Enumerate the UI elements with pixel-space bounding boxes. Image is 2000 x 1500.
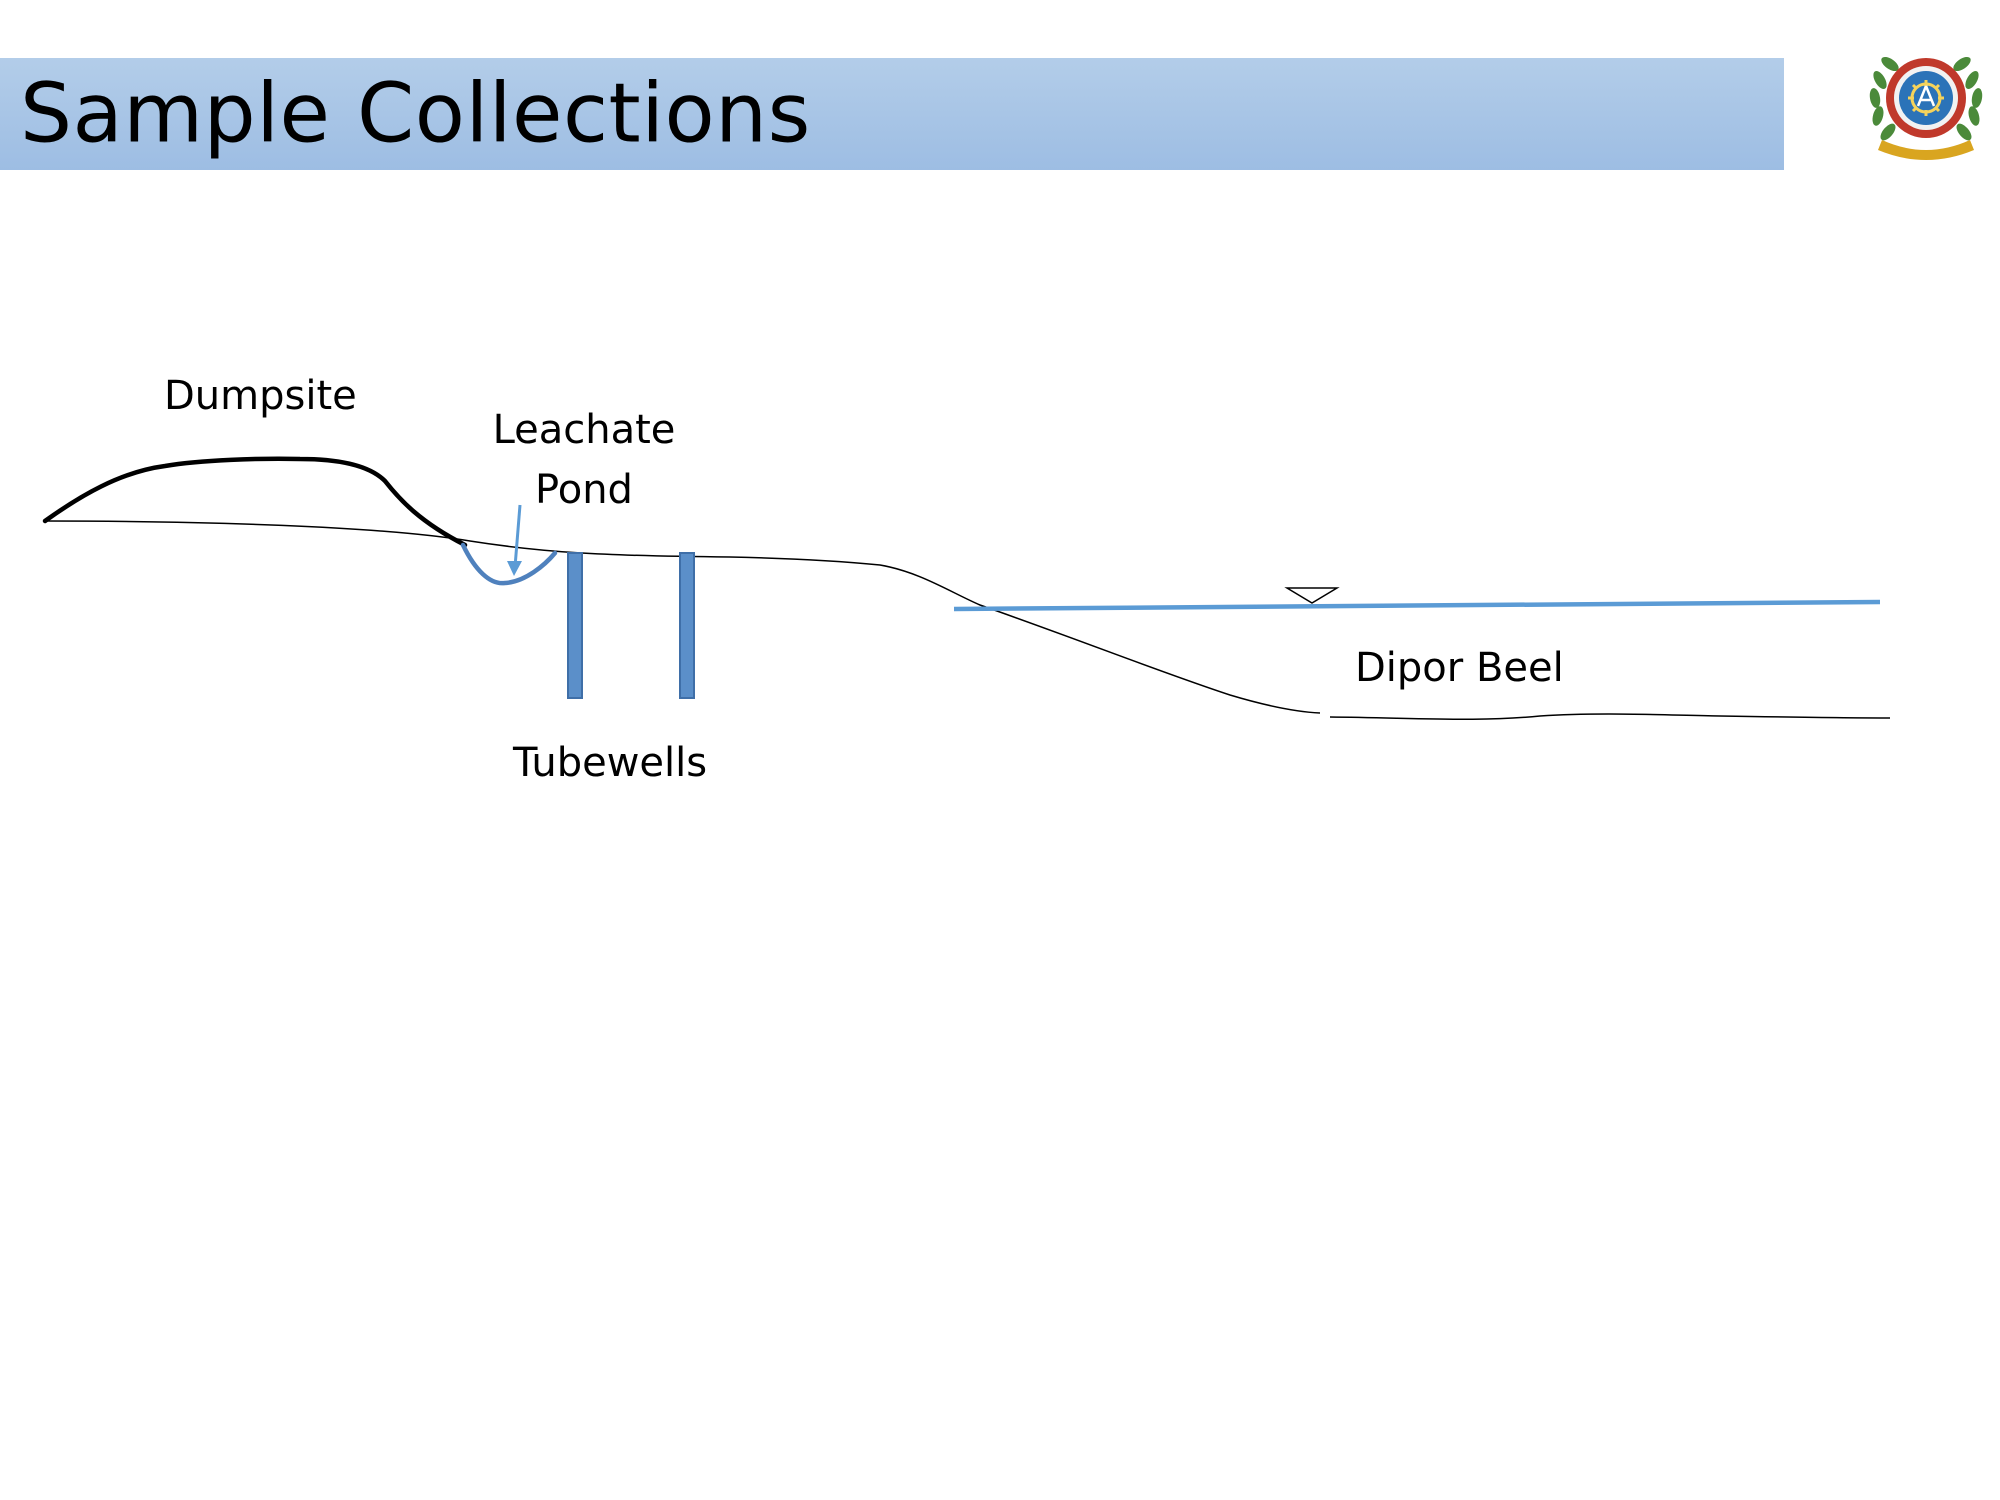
tubewell-2 bbox=[679, 552, 695, 699]
title-bar: Sample Collections bbox=[0, 58, 1784, 170]
label-dumpsite: Dumpsite bbox=[164, 373, 357, 419]
label-leachate-pond-line1: Leachate bbox=[492, 407, 676, 453]
leachate-arrow-head bbox=[507, 561, 522, 576]
water-surface-line bbox=[953, 599, 1881, 612]
emblem-inner-disc bbox=[1899, 71, 1953, 125]
slide-title: Sample Collections bbox=[20, 66, 811, 162]
tubewell-1 bbox=[567, 552, 583, 699]
label-dipor-beel: Dipor Beel bbox=[1355, 645, 1564, 691]
laurel-wreath-icon bbox=[1869, 56, 1983, 141]
water-level-marker-icon bbox=[1284, 587, 1340, 604]
label-leachate-pond-line2: Pond bbox=[535, 467, 633, 513]
label-tubewells: Tubewells bbox=[513, 740, 708, 786]
gear-icon bbox=[1908, 80, 1944, 116]
institution-emblem-logo bbox=[1869, 56, 1983, 160]
leachate-arrow-shaft bbox=[513, 504, 522, 568]
label-leachate-pond: Leachate Pond bbox=[478, 400, 690, 520]
dumpsite-mound bbox=[42, 456, 468, 548]
lake-bed-line bbox=[1329, 713, 1891, 720]
ground-profile-line bbox=[44, 520, 1321, 714]
emblem-ribbon bbox=[1878, 140, 1974, 160]
leachate-pond bbox=[460, 542, 558, 586]
